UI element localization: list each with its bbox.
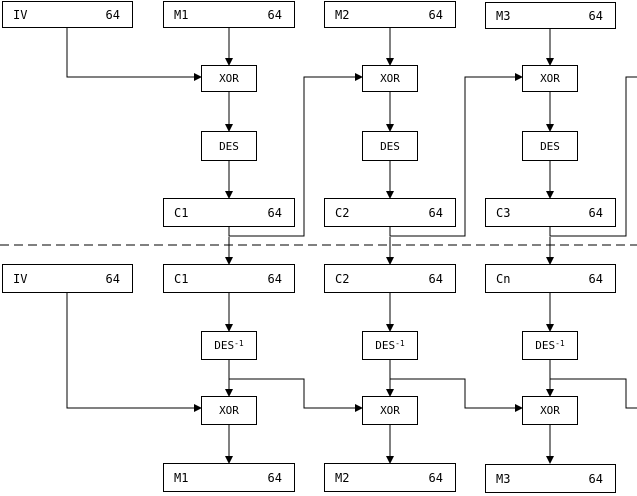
c1-dec-chain-arrow bbox=[228, 237, 363, 412]
dec-m1-label: M1 bbox=[174, 470, 189, 485]
enc-des-3: DES bbox=[522, 131, 578, 161]
dec-m2-bits: 64 bbox=[428, 470, 443, 485]
dec-cn-bits: 64 bbox=[588, 271, 603, 286]
dec-m3-label: M3 bbox=[496, 471, 511, 486]
dec-xor-2-label: XOR bbox=[380, 404, 400, 417]
dec-desinv-2-sup: -1 bbox=[395, 339, 405, 348]
enc-iv-bits: 64 bbox=[105, 7, 120, 22]
enc-des-2: DES bbox=[362, 131, 418, 161]
dec-desinv-2-label: DES bbox=[375, 339, 396, 352]
dec-c2-label: C2 bbox=[335, 271, 350, 286]
enc-c2-box: C2 64 bbox=[324, 198, 456, 227]
dec-c2-bits: 64 bbox=[428, 271, 443, 286]
enc-c3-bits: 64 bbox=[588, 205, 603, 220]
cn-dec-chain-line bbox=[549, 237, 637, 409]
iv-to-xor-arrow bbox=[66, 28, 202, 81]
dec-c1-box: C1 64 bbox=[163, 264, 295, 293]
dec-cn-box: Cn 64 bbox=[485, 264, 616, 293]
c2-chain-arrow bbox=[389, 73, 523, 237]
dec-iv-label: IV bbox=[13, 271, 28, 286]
dec-xor-1: XOR bbox=[201, 396, 257, 425]
dec-m2-label: M2 bbox=[335, 470, 350, 485]
dec-desinv-1: DES-1 bbox=[201, 331, 257, 360]
dec-m3-bits: 64 bbox=[588, 471, 603, 486]
enc-c1-box: C1 64 bbox=[163, 198, 295, 227]
dec-xor-1-label: XOR bbox=[219, 404, 239, 417]
dec-m1-box: M1 64 bbox=[163, 463, 295, 492]
dec-desinv-3-label: DES bbox=[535, 339, 556, 352]
enc-c3-label: C3 bbox=[496, 205, 511, 220]
enc-des-3-label: DES bbox=[540, 139, 560, 153]
enc-c3-box: C3 64 bbox=[485, 198, 616, 227]
enc-m3-box: M3 64 bbox=[485, 2, 616, 29]
enc-m2-box: M2 64 bbox=[324, 1, 456, 28]
enc-m1-bits: 64 bbox=[267, 7, 282, 22]
enc-c2-label: C2 bbox=[335, 205, 350, 220]
enc-iv-label: IV bbox=[13, 7, 28, 22]
dec-c2-box: C2 64 bbox=[324, 264, 456, 293]
enc-m1-label: M1 bbox=[174, 7, 189, 22]
dec-iv-box: IV 64 bbox=[2, 264, 133, 293]
dec-xor-3-label: XOR bbox=[540, 404, 560, 417]
dec-m3-box: M3 64 bbox=[485, 464, 616, 493]
div-to-xor-arrow bbox=[66, 293, 202, 412]
dec-c1-bits: 64 bbox=[267, 271, 282, 286]
dec-xor-3: XOR bbox=[522, 396, 578, 425]
enc-m2-label: M2 bbox=[335, 7, 350, 22]
enc-des-2-label: DES bbox=[380, 139, 400, 153]
dec-cn-label: Cn bbox=[496, 271, 511, 286]
dec-m1-bits: 64 bbox=[267, 470, 282, 485]
enc-xor-3: XOR bbox=[522, 65, 578, 92]
enc-m1-box: M1 64 bbox=[163, 1, 295, 28]
enc-c2-bits: 64 bbox=[428, 205, 443, 220]
enc-xor-1-label: XOR bbox=[219, 72, 239, 85]
c2-dec-chain-arrow bbox=[389, 237, 523, 412]
enc-iv-box: IV 64 bbox=[2, 1, 133, 28]
dec-desinv-1-sup: -1 bbox=[234, 339, 244, 348]
enc-m2-bits: 64 bbox=[428, 7, 443, 22]
enc-m3-label: M3 bbox=[496, 8, 511, 23]
enc-c1-label: C1 bbox=[174, 205, 189, 220]
c3-chain-line bbox=[549, 76, 637, 237]
dec-c1-label: C1 bbox=[174, 271, 189, 286]
enc-des-1: DES bbox=[201, 131, 257, 161]
dec-desinv-1-label: DES bbox=[214, 339, 235, 352]
dec-m2-box: M2 64 bbox=[324, 463, 456, 492]
enc-m3-bits: 64 bbox=[588, 8, 603, 23]
dec-desinv-3-sup: -1 bbox=[555, 339, 565, 348]
enc-xor-2: XOR bbox=[362, 65, 418, 92]
dec-xor-2: XOR bbox=[362, 396, 418, 425]
dec-desinv-2: DES-1 bbox=[362, 331, 418, 360]
enc-xor-3-label: XOR bbox=[540, 72, 560, 85]
enc-des-1-label: DES bbox=[219, 139, 239, 153]
enc-xor-1: XOR bbox=[201, 65, 257, 92]
enc-c1-bits: 64 bbox=[267, 205, 282, 220]
enc-xor-2-label: XOR bbox=[380, 72, 400, 85]
dec-desinv-3: DES-1 bbox=[522, 331, 578, 360]
dec-iv-bits: 64 bbox=[105, 271, 120, 286]
c1-chain-arrow bbox=[228, 73, 363, 237]
